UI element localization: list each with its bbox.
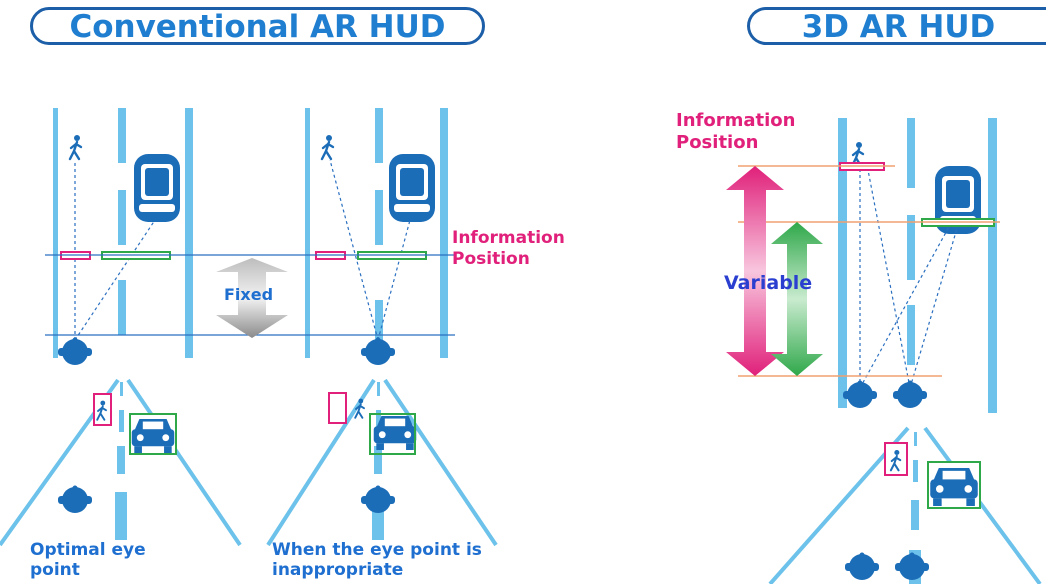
information-position-label-3d: Information Position (676, 110, 796, 153)
car-icon (373, 416, 417, 450)
inappropriate-driver-view (266, 378, 498, 547)
pedestrian-icon (320, 133, 335, 161)
pedestrian-icon (68, 133, 83, 161)
variable-arrow-green (771, 222, 823, 376)
3d-top-view (838, 118, 997, 413)
driver-head-icon (893, 380, 927, 408)
3d-ar-hud-title: 3D AR HUD (747, 7, 1046, 45)
driver-head-icon (361, 337, 395, 365)
variable-arrow-pink (726, 166, 784, 376)
driver-head-icon (843, 380, 877, 408)
caption-optimal: Optimal eye point (30, 540, 146, 580)
driver-head-icon (895, 552, 929, 580)
driver-head-icon (361, 485, 395, 513)
optimal-driver-view (0, 378, 242, 547)
variable-label: Variable (724, 272, 813, 294)
caption-inappropriate: When the eye point is inappropriate (272, 540, 482, 580)
pedestrian-icon (354, 397, 365, 419)
3d-driver-view (768, 426, 1042, 584)
inappropriate-top-view (305, 108, 448, 365)
driver-head-icon (58, 485, 92, 513)
conventional-ar-hud-title: Conventional AR HUD (30, 7, 485, 45)
driver-head-icon (845, 552, 879, 580)
information-position-label: Information Position (452, 228, 565, 269)
driver-head-icon (58, 337, 92, 365)
fixed-arrow (216, 258, 288, 338)
optimal-top-view (53, 108, 193, 365)
car-icon (389, 154, 435, 222)
car-icon (134, 154, 180, 222)
fixed-label: Fixed (224, 285, 274, 304)
